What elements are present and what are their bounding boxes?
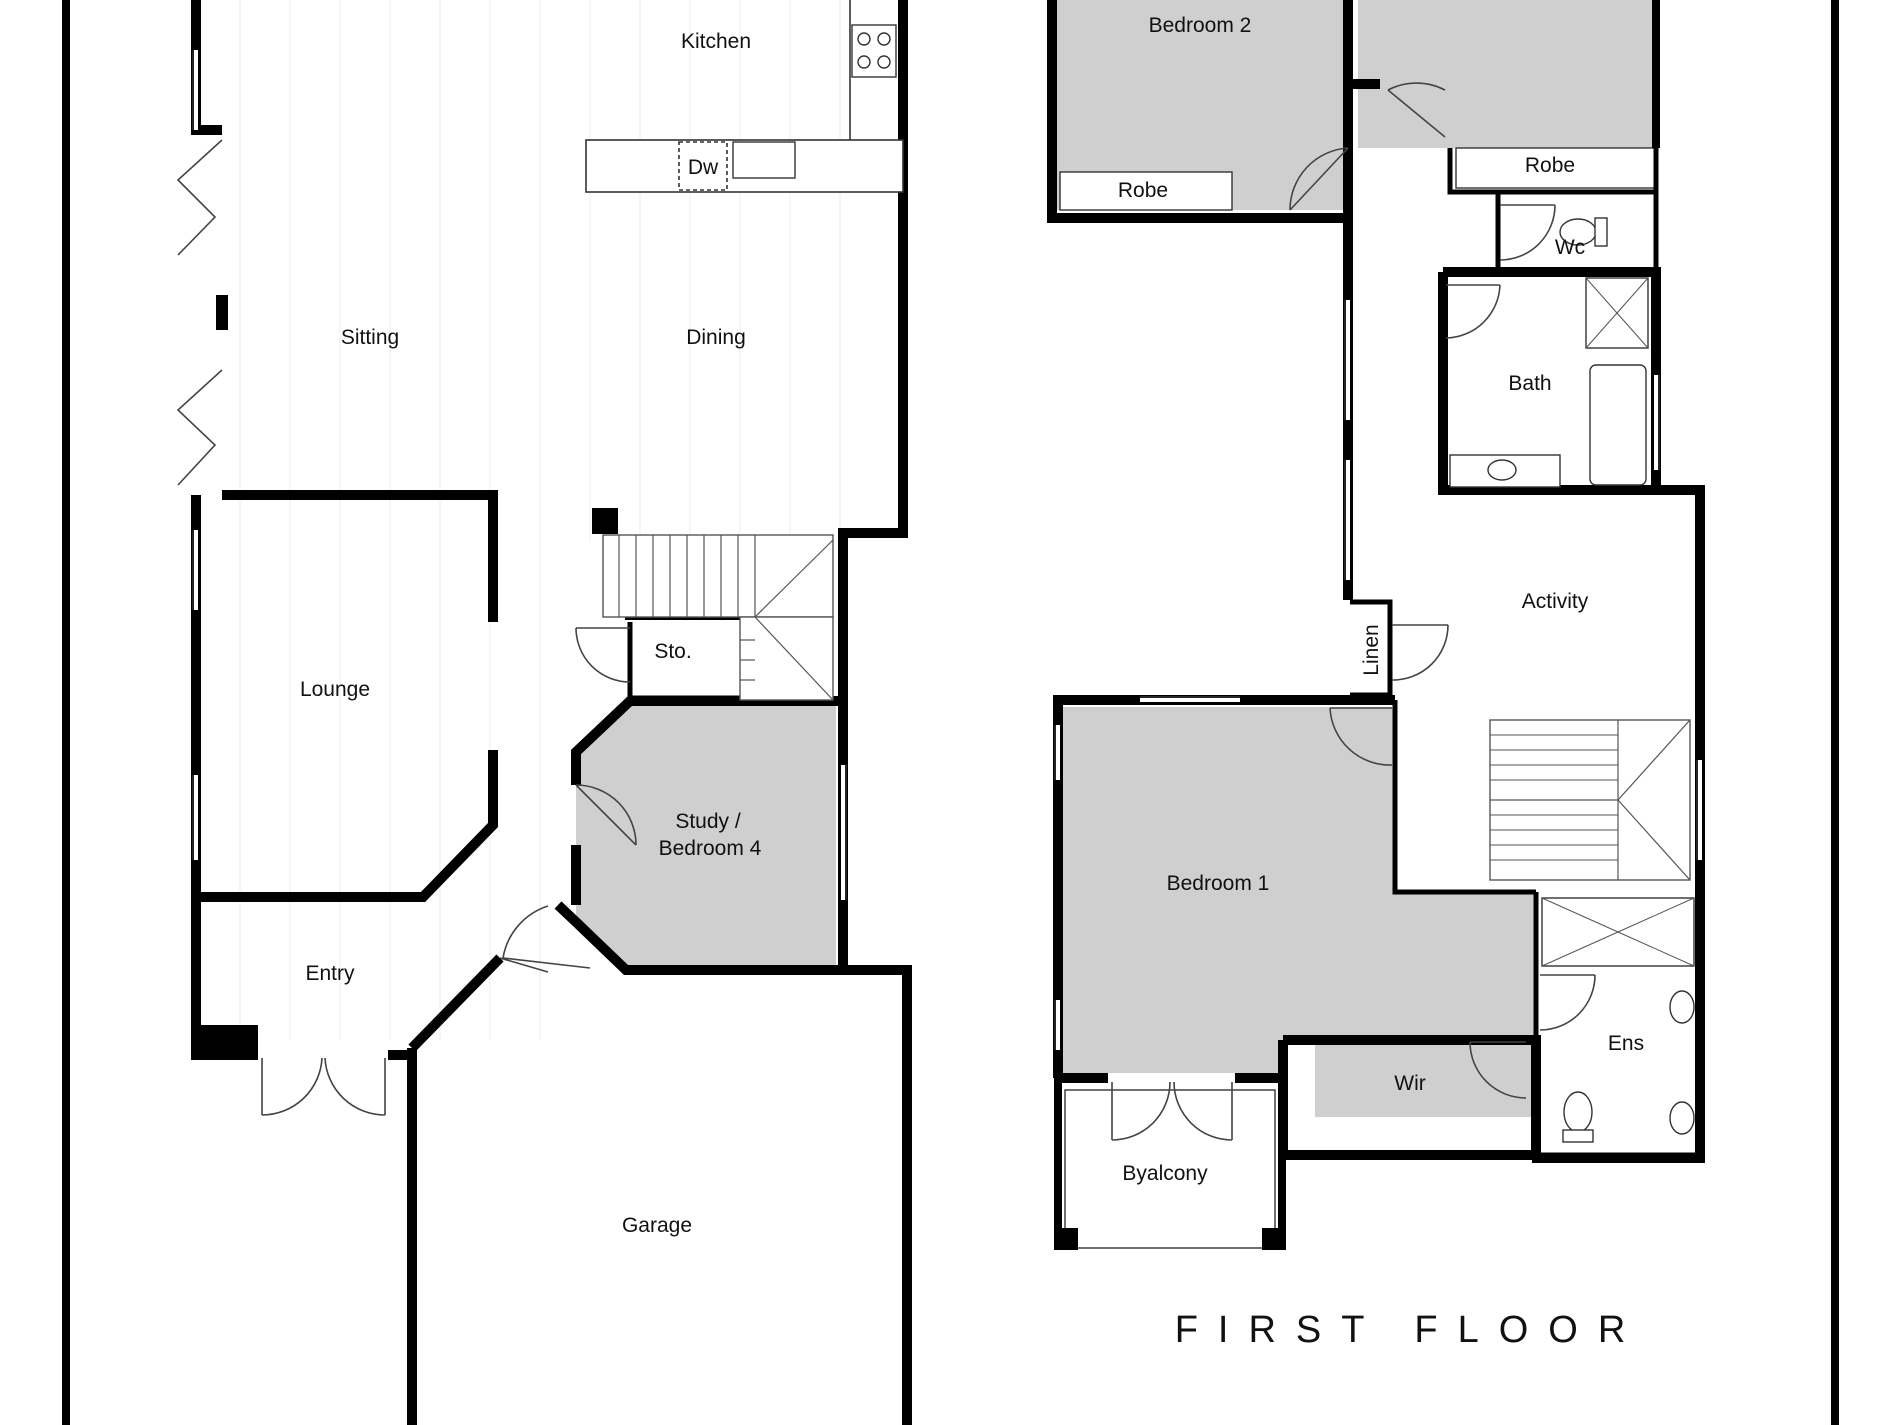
garage-label: Garage xyxy=(622,1214,692,1237)
first-floor-title: FIRST FLOOR xyxy=(1175,1309,1646,1351)
stair-post xyxy=(592,508,618,534)
storage-door xyxy=(575,627,631,683)
kitchen-label: Kitchen xyxy=(681,30,751,53)
ensuite-walls xyxy=(1533,892,1700,1158)
bedroom1-inner-wall xyxy=(1392,700,1536,895)
study-shading xyxy=(576,701,836,970)
balcony-door-right xyxy=(1173,1081,1233,1141)
dining-label: Dining xyxy=(686,326,746,349)
floorboard-texture xyxy=(239,0,841,1040)
entry-label: Entry xyxy=(305,962,355,985)
study-label-line2: Bedroom 4 xyxy=(659,837,762,860)
linen-door xyxy=(1391,624,1449,681)
first-floor: Bedroom 2 Robe Robe Wc Bath Activity Lin… xyxy=(1047,0,1705,1351)
wir-label: Wir xyxy=(1394,1072,1425,1095)
lounge-lower-wall xyxy=(196,750,498,902)
bedroom1-door xyxy=(1329,707,1393,766)
lounge-walls xyxy=(222,490,498,622)
cooktop-icon xyxy=(851,24,897,78)
bedroom2-walls xyxy=(1047,0,1353,223)
robe3-walls xyxy=(1447,148,1659,195)
activity-label: Activity xyxy=(1522,590,1589,613)
storage-walls xyxy=(627,622,740,701)
wir-door xyxy=(1469,1041,1527,1099)
entry-inner-door xyxy=(499,905,591,973)
linen-label: Linen xyxy=(1360,624,1383,675)
bath-label: Bath xyxy=(1508,372,1551,395)
lounge-west-wall xyxy=(191,495,258,1060)
bathtub-icon xyxy=(1589,364,1647,486)
ensuite-basin-upper xyxy=(1669,990,1695,1024)
entry-diagonal-wall xyxy=(408,954,504,1052)
entry-corner-block xyxy=(196,1025,258,1055)
bedroom2-label: Bedroom 2 xyxy=(1149,14,1252,37)
ensuite-toilet-icon xyxy=(1563,1091,1593,1133)
bedroom3-door xyxy=(1387,82,1446,138)
robe-bed3-label: Robe xyxy=(1525,154,1575,177)
bedroom1-shading xyxy=(1063,707,1536,1073)
sitting-west-wall xyxy=(191,0,222,135)
wir-shading xyxy=(1315,1045,1533,1117)
lounge-label: Lounge xyxy=(300,678,370,701)
sink-icon xyxy=(732,141,796,179)
bedroom3-shading xyxy=(1358,0,1656,148)
kitchen-east-wall xyxy=(838,0,912,1425)
front-door-right xyxy=(324,1057,386,1116)
ensuite-label: Ens xyxy=(1608,1032,1644,1055)
wc-door xyxy=(1499,204,1556,261)
balcony-label: Byalcony xyxy=(1122,1162,1208,1185)
ground-floor: Kitchen Dw Sitting Dining Lounge Sto. St… xyxy=(176,0,912,1425)
study-label-line1: Study / xyxy=(675,810,741,833)
robe-bed2-label: Robe xyxy=(1118,179,1168,202)
front-door-left xyxy=(261,1057,323,1116)
robe-bed2-box xyxy=(1059,171,1233,211)
storage-label: Sto. xyxy=(654,640,691,663)
dishwasher-label: Dw xyxy=(688,156,719,179)
robe-bed3-box xyxy=(1455,147,1657,189)
bifold-door-upper xyxy=(176,139,223,256)
ensuite-basin-lower xyxy=(1669,1101,1695,1135)
study-door xyxy=(575,784,637,846)
study-north-wall xyxy=(571,696,843,785)
staircase-first xyxy=(1489,719,1691,881)
ensuite-door xyxy=(1539,974,1596,1031)
bifold-door-lower xyxy=(176,369,223,486)
staircase-ground xyxy=(602,534,834,701)
balcony-door-left xyxy=(1111,1081,1171,1141)
bedroom2-door xyxy=(1289,147,1349,211)
sitting-label: Sitting xyxy=(341,326,399,349)
wc-label: Wc xyxy=(1555,236,1585,259)
bedroom1-walls xyxy=(1053,695,1395,1078)
bath-door xyxy=(1445,284,1501,339)
dishwasher-box xyxy=(678,141,728,191)
bedroom1-label: Bedroom 1 xyxy=(1167,872,1270,895)
study-walls xyxy=(554,901,843,975)
bedroom3-walls xyxy=(1343,0,1380,89)
